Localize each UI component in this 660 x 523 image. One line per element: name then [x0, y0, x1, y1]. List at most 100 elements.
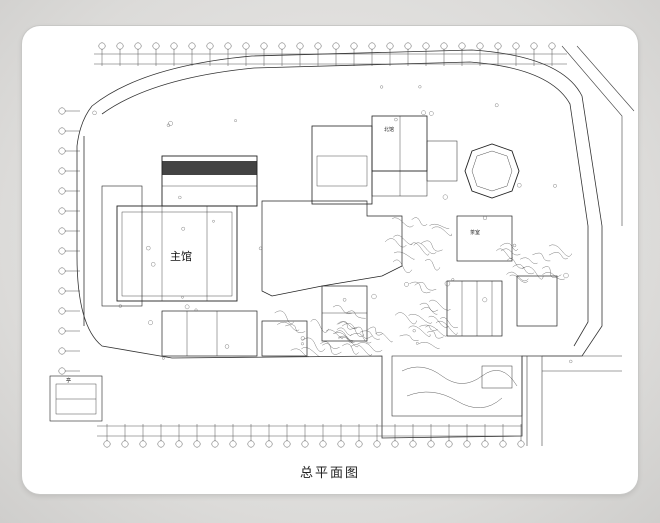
tree-symbol — [181, 296, 184, 299]
tree-symbol — [563, 272, 569, 279]
axis-bubble — [58, 247, 66, 255]
axis-bubble — [247, 440, 255, 448]
south-middle-block — [321, 285, 368, 342]
rockery-stroke — [338, 335, 355, 343]
axis-bubble — [134, 42, 142, 50]
rockery-stroke — [393, 234, 413, 245]
rockery-stroke — [393, 251, 415, 260]
top-axis-bubbles — [98, 42, 556, 66]
tree-symbol — [394, 117, 398, 122]
axis-bubble — [440, 42, 448, 50]
rockery-stroke — [409, 281, 431, 294]
rockery-stroke — [399, 334, 419, 341]
axis-bubble — [175, 440, 183, 448]
tree-symbol — [418, 85, 422, 89]
axis-bubble — [404, 42, 412, 50]
rockery-stroke — [274, 310, 294, 324]
axis-bubble — [530, 42, 538, 50]
axis-bubble — [476, 42, 484, 50]
tea-room-label: 茶室 — [470, 229, 480, 236]
rockery-stroke — [367, 326, 383, 336]
tree-symbol — [151, 262, 156, 267]
axis-bubble — [265, 440, 273, 448]
rockery-stroke — [408, 325, 431, 337]
axis-bubble — [58, 187, 66, 195]
tree-symbol — [451, 278, 455, 281]
rockery-stroke — [414, 282, 437, 291]
rockery-stroke — [413, 242, 437, 255]
rockery-stroke — [419, 302, 439, 312]
rockery-stroke — [277, 321, 300, 332]
rockery-stroke — [410, 242, 430, 256]
top-dimension-line — [94, 53, 567, 65]
rockery-stroke — [440, 317, 458, 329]
rockery-stroke — [520, 257, 538, 264]
rockery-stroke — [532, 252, 551, 262]
north-building-label: 北馆 — [384, 126, 394, 133]
main-hall-label: 主馆 — [170, 249, 192, 263]
axis-bubble — [103, 440, 111, 448]
axis-bubble — [332, 42, 340, 50]
tree-symbol — [181, 226, 186, 231]
axis-bubble — [368, 42, 376, 50]
rockery-stroke — [349, 333, 372, 344]
landscape-rockery — [274, 217, 572, 357]
east-road — [526, 45, 635, 446]
rockery-stroke — [325, 329, 344, 339]
tree-symbol — [148, 320, 153, 326]
axis-bubble — [242, 42, 250, 50]
tree-symbol — [442, 194, 448, 200]
tree-symbol — [421, 110, 426, 115]
rockery-stroke — [336, 321, 358, 330]
tree-symbol — [444, 280, 451, 287]
axis-bubble — [58, 347, 66, 355]
axis-bubble — [499, 440, 507, 448]
rockery-stroke — [421, 240, 443, 252]
site-boundary — [76, 49, 603, 439]
rockery-stroke — [507, 258, 526, 269]
axis-bubble — [58, 287, 66, 295]
tree-symbol — [482, 216, 487, 220]
axis-bubble — [152, 42, 160, 50]
rockery-stroke — [322, 343, 342, 355]
rockery-stroke — [512, 264, 535, 275]
drawing-caption: 总平面图 — [299, 466, 360, 481]
central-courtyard — [261, 200, 403, 297]
axis-bubble — [206, 42, 214, 50]
axis-bubble — [229, 440, 237, 448]
tree-symbol — [162, 356, 165, 360]
tree-symbol — [553, 184, 557, 188]
axis-bubble — [301, 440, 309, 448]
tree-symbol — [166, 123, 171, 127]
tree-symbol — [178, 195, 182, 200]
rockery-stroke — [429, 299, 451, 311]
axis-bubble — [224, 42, 232, 50]
axis-bubble — [58, 367, 66, 375]
axis-bubble — [58, 227, 66, 235]
rockery-stroke — [509, 274, 529, 283]
axis-bubble — [278, 42, 286, 50]
tree-symbol — [212, 219, 215, 223]
axis-bubble — [260, 42, 268, 50]
rockery-stroke — [357, 342, 383, 353]
rockery-stroke — [427, 330, 444, 339]
rockery-stroke — [408, 313, 433, 324]
rockery-stroke — [338, 336, 359, 348]
rockery-stroke — [500, 248, 521, 256]
south-east-garden — [391, 355, 523, 417]
tree-symbol — [412, 329, 416, 333]
axis-bubble — [463, 440, 471, 448]
rockery-stroke — [425, 325, 448, 337]
tree-symbol — [429, 111, 434, 116]
axis-bubble — [517, 440, 525, 448]
tree-symbol — [512, 243, 517, 248]
axis-bubble — [98, 42, 106, 50]
tree-symbol — [300, 336, 305, 341]
tree-symbol — [146, 246, 151, 251]
axis-bubble — [58, 307, 66, 315]
tree-symbol — [168, 121, 173, 126]
rockery-stroke — [384, 238, 407, 248]
axis-bubble — [512, 42, 520, 50]
rockery-stroke — [419, 324, 438, 331]
axis-bubble — [116, 42, 124, 50]
